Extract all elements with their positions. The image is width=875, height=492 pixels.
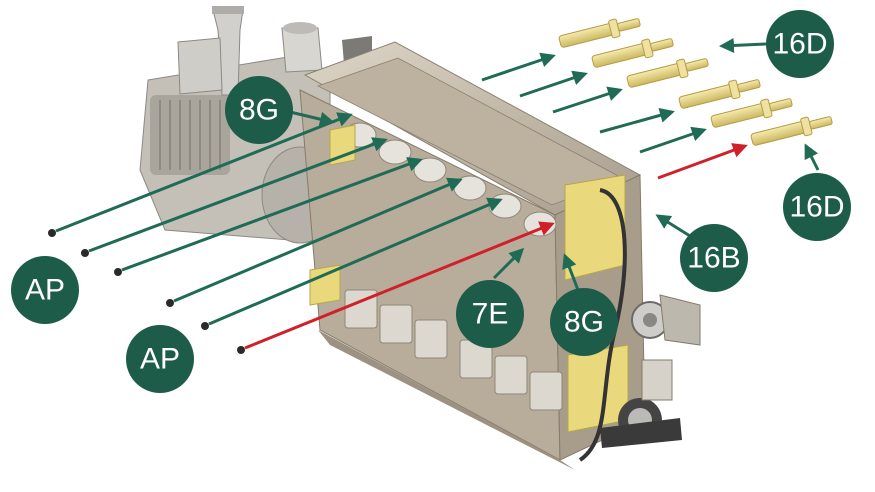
callout-8g-bottom: 8G: [550, 288, 618, 356]
threaded-pin-icon: [626, 58, 709, 88]
engine-illustration: [139, 6, 701, 470]
callout-16d-right: 16D: [783, 173, 851, 241]
threaded-pin-icon: [710, 98, 793, 128]
screw-icon: [237, 346, 245, 354]
svg-text:AP: AP: [140, 343, 180, 376]
intake-stack: [177, 6, 372, 96]
engine-block: [299, 41, 701, 470]
screw-insertion-arrows: [55, 112, 555, 350]
callout-7e: 7E: [456, 280, 524, 348]
screw-icon: [81, 249, 89, 257]
svg-text:16D: 16D: [789, 191, 844, 224]
pin-insertion-arrows: [481, 52, 748, 180]
callout-ap-left: AP: [11, 256, 79, 324]
threaded-pin-icon: [750, 116, 833, 146]
pin-group-16d: [558, 18, 833, 146]
screw-icon: [166, 299, 174, 307]
cylinder-row-lower: [344, 289, 563, 411]
svg-text:AP: AP: [25, 274, 65, 307]
callout-16b: 16B: [680, 224, 748, 292]
threaded-pin-icon: [678, 79, 761, 109]
svg-text:8G: 8G: [239, 94, 279, 127]
svg-text:8G: 8G: [564, 306, 604, 339]
callout-ap-bottom: AP: [126, 325, 194, 393]
screw-icon: [48, 229, 56, 237]
cooling-fins: [159, 100, 221, 170]
threaded-pin-icon: [558, 18, 641, 48]
threaded-pin-icon: [591, 38, 674, 68]
svg-text:16B: 16B: [687, 242, 740, 275]
screw-icon: [114, 268, 122, 276]
callout-8g-top: 8G: [225, 76, 293, 144]
callout-16d-top: 16D: [766, 10, 834, 78]
svg-text:7E: 7E: [472, 298, 509, 331]
svg-text:16D: 16D: [772, 28, 827, 61]
screw-icon: [201, 322, 209, 330]
screw-group-ap: [48, 229, 245, 354]
callout-pointers: [289, 37, 820, 291]
